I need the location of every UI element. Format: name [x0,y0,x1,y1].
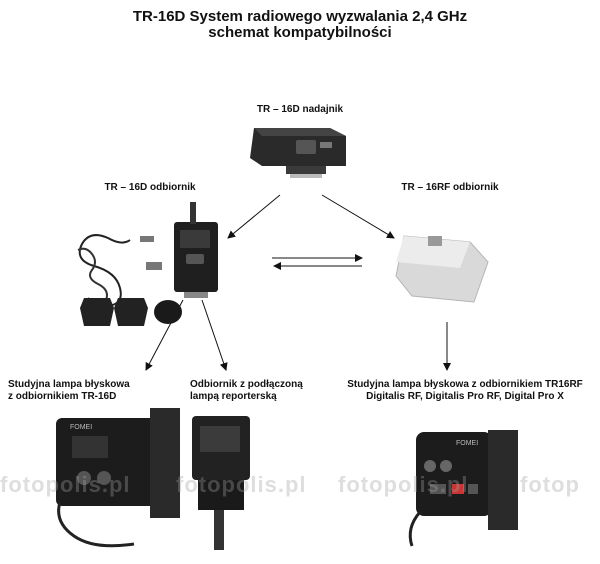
connection-arrows [145,194,451,371]
label-studio-lamp-16rf: Studyjna lampa błyskowa z odbiornikiem T… [340,379,590,403]
label-studio-lamp-16d-line2: z odbiornikiem TR-16D [8,391,117,402]
mounting-clips-icon [80,298,182,326]
arrow-transmitter-to-receiver-16d [227,194,281,239]
label-studio-lamp-16rf-line2: Digitalis RF, Digitalis Pro RF, Digital … [366,391,564,402]
speedlite-flash-icon [192,416,250,550]
arrow-receiver-16d-to-flash [201,299,228,371]
radio-receiver-icon [174,202,218,298]
studio-flash-head-icon [56,408,180,548]
sync-cable-icon [77,234,162,308]
watermark-1: fotopolis.pl [0,472,131,497]
label-receiver-with-flash: Odbiornik z podłączoną lampą reporterską [190,379,340,403]
arrow-transmitter-to-receiver-16rf [321,194,395,239]
watermark-4: fotop [520,472,580,497]
brand-label-right: FOMEI [456,440,479,447]
brand-label-left: FOMEI [70,424,93,431]
label-studio-lamp-16d-line1: Studyjna lampa błyskowa [8,379,130,390]
label-transmitter: TR – 16D nadajnik [256,104,344,115]
diagram-title-line1: TR-16D System radiowego wyzwalania 2,4 G… [132,8,468,25]
watermark-3: fotopolis.pl [338,472,469,497]
label-receiver-16rf: TR – 16RF odbiornik [401,182,499,193]
label-receiver-with-flash-line1: Odbiornik z podłączoną [190,379,303,390]
diagram-title-line2: schemat kompatybilności [208,24,392,41]
watermark-2: fotopolis.pl [176,472,307,497]
camera-hotshoe-transmitter-icon [250,128,346,178]
studio-flash-head-rf-icon [408,430,518,547]
label-receiver-16d: TR – 16D odbiornik [104,182,196,193]
label-studio-lamp-16d: Studyjna lampa błyskowa z odbiornikiem T… [8,379,178,403]
label-receiver-with-flash-line2: lampą reporterską [190,391,277,402]
battery-pack-receiver-icon [395,235,489,303]
label-studio-lamp-16rf-line1: Studyjna lampa błyskowa z odbiornikiem T… [347,379,583,390]
